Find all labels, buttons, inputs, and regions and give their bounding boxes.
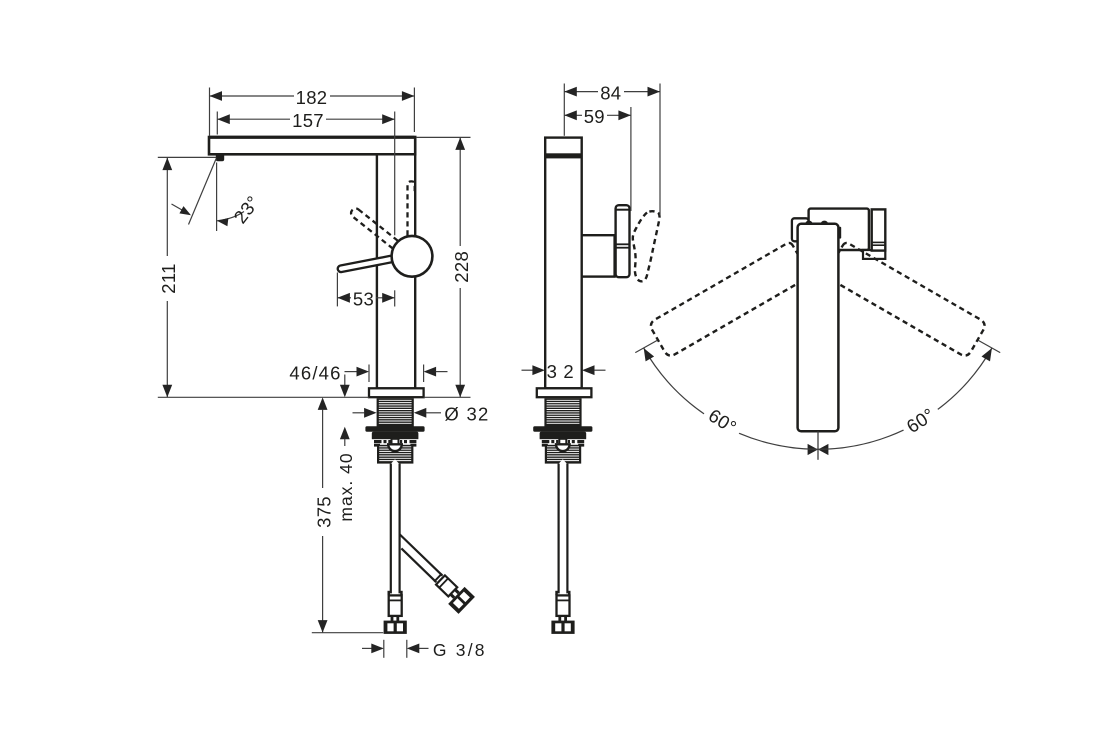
svg-text:G 3/8: G 3/8 [433, 640, 487, 660]
svg-text:84: 84 [600, 83, 621, 104]
svg-text:228: 228 [451, 251, 472, 283]
svg-text:32: 32 [547, 361, 581, 382]
svg-text:375: 375 [314, 496, 335, 528]
svg-text:46/46: 46/46 [289, 363, 341, 384]
svg-text:59: 59 [584, 106, 605, 127]
svg-text:211: 211 [158, 263, 179, 293]
svg-text:53: 53 [353, 289, 374, 310]
svg-text:182: 182 [296, 87, 328, 108]
svg-text:Ø 32: Ø 32 [444, 404, 489, 425]
svg-text:max. 40: max. 40 [336, 452, 356, 521]
svg-text:157: 157 [292, 110, 324, 131]
